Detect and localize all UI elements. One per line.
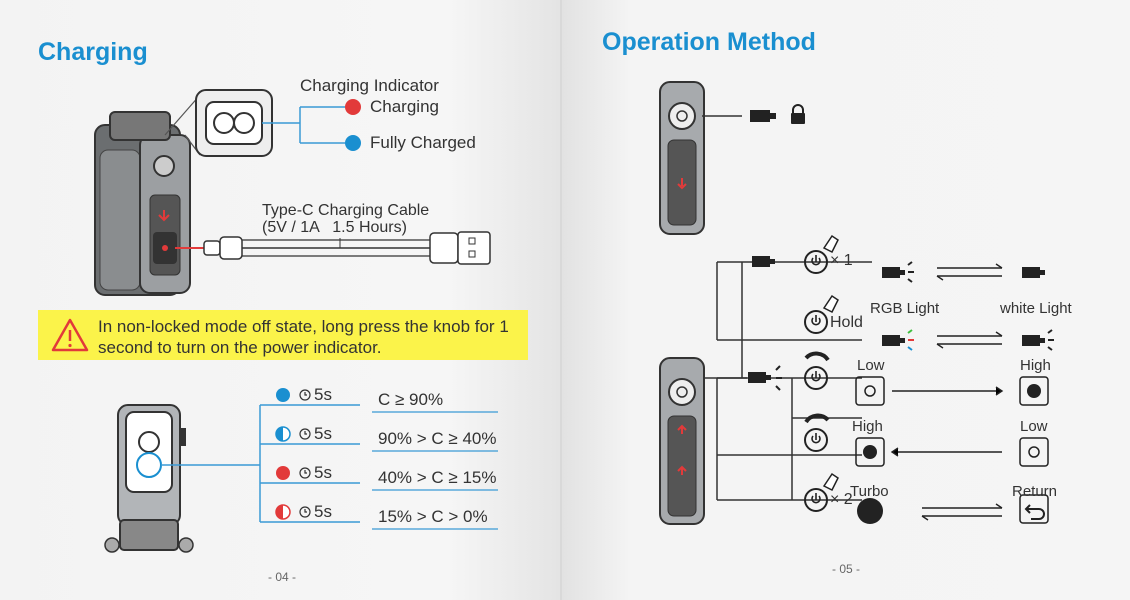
rgb-light-label: RGB Light (870, 300, 940, 317)
return-icon (1024, 504, 1045, 520)
level-time-3: 5s (314, 463, 332, 482)
page-number: - 04 - (268, 570, 297, 584)
left-page: ​ Charging (0, 0, 560, 600)
turbo-icon (857, 498, 883, 524)
low-label-b: Low (1020, 418, 1048, 435)
high-label-a: High (1020, 357, 1051, 374)
warning-text: In non-locked mode off state, long press… (98, 317, 509, 357)
cable-label: Type-C Charging Cable (262, 202, 430, 219)
charging-indicator-heading: Charging Indicator (300, 76, 439, 95)
charging-diagram (94, 89, 498, 553)
warning-icon (51, 318, 89, 352)
charging-dot (345, 99, 361, 115)
low-label-a: Low (857, 357, 885, 374)
page-number: - 05 - (832, 562, 861, 576)
level-range-1: C ≥ 90% (378, 390, 444, 409)
turbo-label: Turbo (850, 483, 889, 500)
return-label: Return (1012, 483, 1058, 500)
level-time-1: 5s (314, 385, 332, 404)
charging-label: Charging (370, 97, 439, 116)
warning-banner: In non-locked mode off state, long press… (38, 310, 528, 360)
press-once-label: × 1 (830, 252, 853, 269)
press-twice-label: × 2 (830, 491, 853, 508)
rotate-cw-icon (804, 351, 830, 362)
right-page: Operation Method (562, 0, 1130, 600)
level-range-3: 40% > C ≥ 15% (378, 468, 497, 487)
hold-label: Hold (830, 314, 863, 331)
level-time-4: 5s (314, 502, 332, 521)
fully-charged-label: Fully Charged (370, 133, 476, 152)
white-light-label: white Light (1000, 300, 1072, 317)
page-title: Charging (38, 38, 148, 66)
level-range-4: 15% > C > 0% (378, 507, 488, 526)
level-range-2: 90% > C ≥ 40% (378, 429, 497, 448)
level-time-2: 5s (314, 424, 332, 443)
lock-icon (791, 113, 805, 124)
level-full-blue-icon (276, 388, 290, 402)
page-title: Operation Method (602, 28, 816, 56)
level-full-red-icon (276, 466, 290, 480)
high-label-b: High (852, 418, 883, 435)
level-half-red-icon (276, 505, 283, 519)
level-half-blue-icon (276, 427, 283, 441)
fully-charged-dot (345, 135, 361, 151)
cable-spec: (5V / 1A 1.5 Hours) (262, 219, 407, 236)
rotate-ccw-icon (804, 413, 830, 424)
operation-diagram (659, 81, 1054, 525)
